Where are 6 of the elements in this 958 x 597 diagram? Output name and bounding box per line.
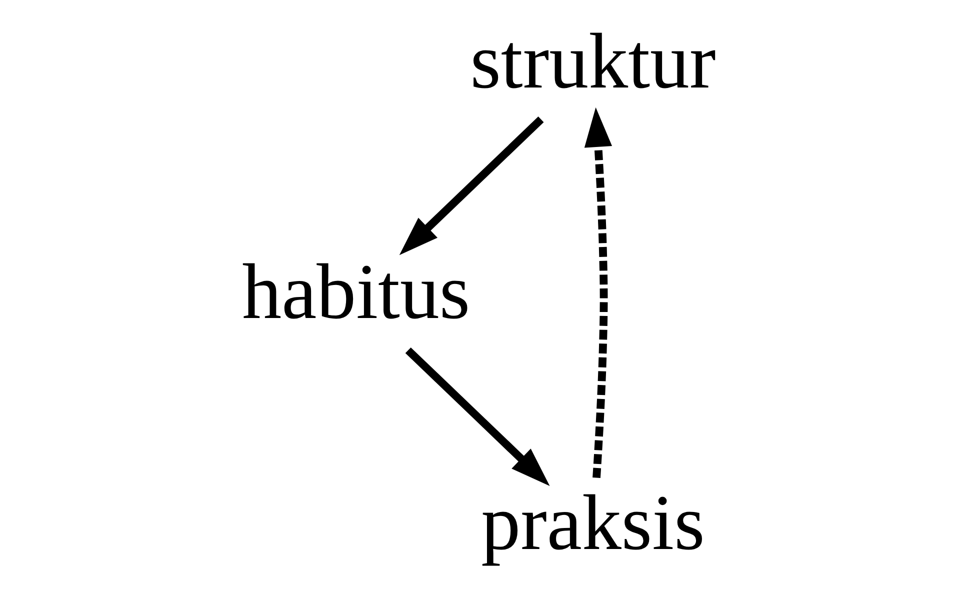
arrow [399, 116, 544, 256]
arrow [405, 347, 550, 486]
node-text: struktur [470, 18, 716, 106]
node-text: habitus [242, 249, 470, 336]
arrow [584, 107, 612, 478]
node-text: praksis [481, 480, 705, 568]
